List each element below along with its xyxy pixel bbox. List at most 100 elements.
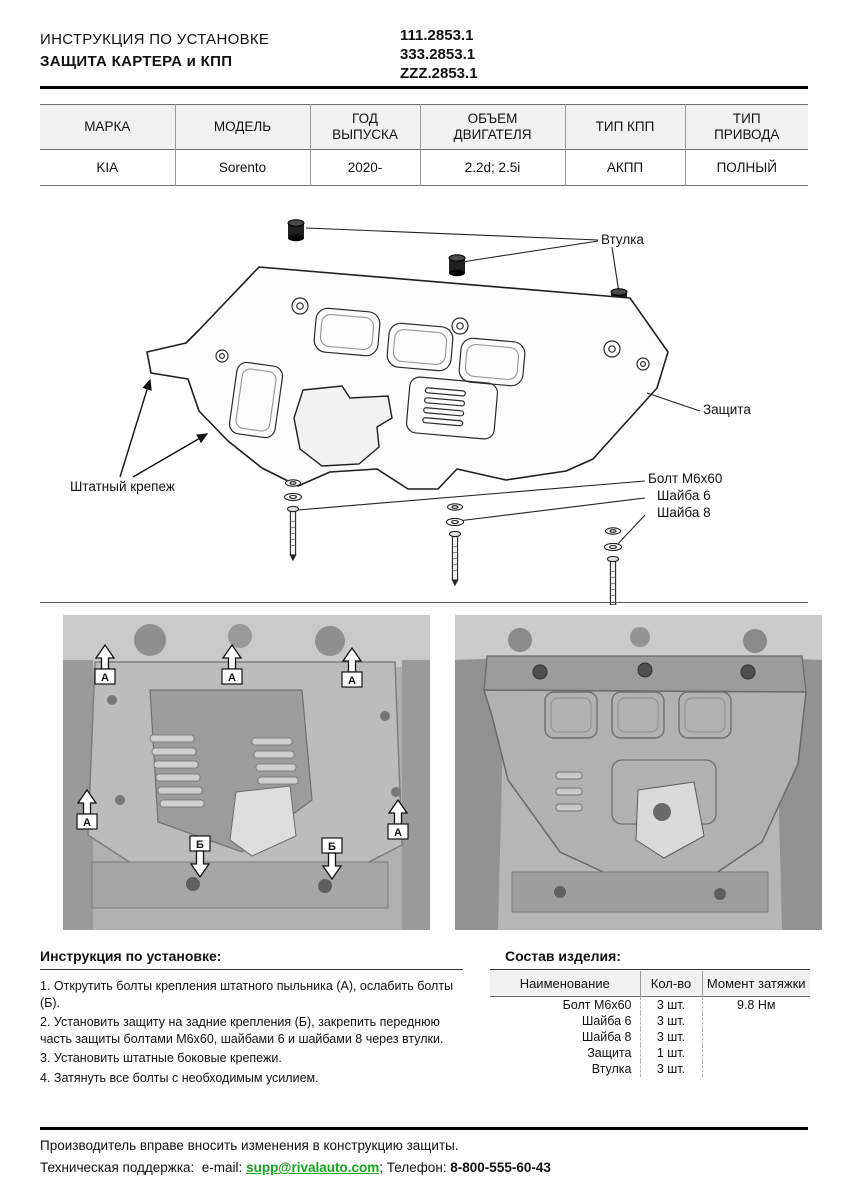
svg-text:А: А (101, 672, 109, 684)
spec-header-row: МАРКА МОДЕЛЬ ГОД ВЫПУСКА ОБЪЕМ ДВИГАТЕЛЯ… (40, 104, 808, 150)
parts-table: Наименование Кол-во Момент затяжки Болт … (490, 971, 810, 1077)
plate-leader-line (646, 392, 701, 412)
bolt-icon (448, 530, 462, 587)
part-name: Втулка (591, 1061, 632, 1076)
part-qty: 3 шт. (639, 1028, 702, 1045)
part-name: Болт М6х60 (562, 997, 632, 1012)
mount-holes (215, 297, 650, 371)
parts-row: Защита 1 шт. (490, 1044, 810, 1061)
bolt-icon (286, 505, 300, 562)
marker-a-icon: А (341, 646, 363, 688)
parts-row: Шайба 6 3 шт. (490, 1012, 810, 1029)
part-qty: 3 шт. (639, 1060, 702, 1077)
bolt-washer-set (445, 503, 465, 587)
doc-title-line1: ИНСТРУКЦИЯ ПО УСТАНОВКЕ (40, 31, 270, 48)
bushing-icon (448, 254, 466, 277)
part-torque (701, 1028, 810, 1045)
part-torque: 9.8 Нм (701, 996, 810, 1013)
spec-value-brand: KIA (96, 160, 119, 175)
part-number: ZZZ.2853.1 (400, 65, 478, 82)
support-email-link[interactable]: supp@rivalauto.com (246, 1160, 380, 1175)
spec-value-drive: ПОЛНЫЙ (684, 149, 808, 186)
spec-value-model: Sorento (174, 149, 310, 186)
label-plate: Защита (703, 402, 751, 417)
header-divider (40, 86, 808, 89)
bolt-icon (606, 555, 620, 605)
label-washer-8: Шайба 8 (657, 505, 711, 520)
parts-header-name: Наименование (519, 975, 610, 991)
parts-underline (490, 969, 810, 970)
part-number: 333.2853.1 (400, 46, 476, 63)
part-name: Шайба 8 (581, 1029, 632, 1044)
parts-header-row: Наименование Кол-во Момент затяжки (490, 971, 810, 996)
parts-title: Состав изделия: (505, 948, 621, 964)
doc-title-line2: ЗАЩИТА КАРТЕРА и КПП (40, 53, 233, 70)
marker-b-icon: Б (189, 835, 211, 879)
marker-a-icon: А (76, 788, 98, 830)
marker-a-icon: А (94, 643, 116, 685)
part-torque (701, 1044, 810, 1061)
vehicle-spec-table: МАРКА МОДЕЛЬ ГОД ВЫПУСКА ОБЪЕМ ДВИГАТЕЛЯ… (40, 104, 808, 186)
part-number: 111.2853.1 (400, 27, 474, 44)
spec-header-model: МОДЕЛЬ (174, 104, 310, 150)
label-stock-fastener: Штатный крепеж (70, 479, 175, 494)
part-torque (701, 1060, 810, 1077)
parts-header-qty: Кол-во (639, 971, 702, 996)
parts-header-torque: Момент затяжки (701, 971, 810, 996)
marker-b-icon: Б (321, 837, 343, 881)
part-torque (701, 1012, 810, 1029)
bushing-leader-lines (305, 227, 620, 294)
spec-header-engine: ОБЪЕМ ДВИГАТЕЛЯ (419, 104, 565, 150)
vent-slots (149, 734, 299, 808)
part-qty: 1 шт. (639, 1044, 702, 1061)
footer-support: Техническая поддержка: e-mail: supp@riva… (40, 1160, 551, 1175)
bolt-washer-set (603, 527, 623, 605)
svg-text:А: А (228, 672, 236, 684)
spec-header-gearbox: ТИП КПП (564, 104, 685, 150)
installation-diagram (119, 219, 701, 605)
svg-text:А: А (83, 817, 91, 829)
spec-value-row: KIA Sorento 2020- 2.2d; 2.5i АКПП ПОЛНЫЙ (40, 149, 808, 186)
plate-outline (146, 266, 669, 490)
label-washer-6: Шайба 6 (657, 488, 711, 503)
instruction-step: 1. Открутить болты крепления штатного пы… (40, 979, 454, 1010)
instructions-title: Инструкция по установке: (40, 948, 222, 964)
footer-support-label: Техническая поддержка: e-mail: (40, 1160, 247, 1175)
bushing-icon (287, 219, 305, 242)
bolt-washer-set (283, 479, 303, 562)
svg-text:Б: Б (196, 839, 204, 851)
hardware-leader-lines (297, 480, 646, 547)
stock-fastener-arrows (119, 378, 209, 478)
svg-text:А: А (348, 675, 356, 687)
parts-row: Втулка 3 шт. (490, 1060, 810, 1077)
svg-text:Б: Б (328, 841, 336, 853)
footer-divider (40, 1127, 808, 1130)
marker-a-icon: А (221, 643, 243, 685)
parts-row: Болт М6х60 3 шт. 9.8 Нм (490, 996, 810, 1013)
footer-phone-label: Телефон: (386, 1160, 451, 1175)
photo-underbody-before: А А А А А Б Б (63, 615, 430, 930)
spec-header-year: ГОД ВЫПУСКА (309, 104, 420, 150)
marker-a-icon: А (387, 798, 409, 840)
part-name: Шайба 6 (581, 1013, 632, 1028)
instruction-step: 4. Затянуть все болты с необходимым усил… (40, 1070, 319, 1085)
part-name: Защита (587, 1045, 632, 1060)
spec-header-drive: ТИП ПРИВОДА (684, 104, 808, 150)
plate-details (215, 297, 650, 467)
spec-value-engine: 2.2d; 2.5i (419, 149, 565, 186)
instruction-step: 3. Установить штатные боковые крепежи. (40, 1051, 282, 1065)
spec-value-year: 2020- (309, 149, 420, 186)
part-qty: 3 шт. (639, 1012, 702, 1029)
part-numbers: 111.2853.1 333.2853.1 ZZZ.2853.1 (400, 26, 478, 83)
svg-text:А: А (394, 827, 402, 839)
label-bushing: Втулка (601, 232, 644, 247)
section-divider (40, 602, 808, 603)
parts-row: Шайба 8 3 шт. (490, 1028, 810, 1045)
spec-value-gearbox: АКПП (564, 149, 685, 186)
instructions-underline (40, 969, 463, 970)
support-phone: 8-800-555-60-43 (450, 1160, 551, 1175)
instruction-step: 2. Установить защиту на задние крепления… (40, 1015, 444, 1046)
spec-header-brand: МАРКА (84, 119, 131, 134)
photo-underbody-after (455, 615, 822, 930)
